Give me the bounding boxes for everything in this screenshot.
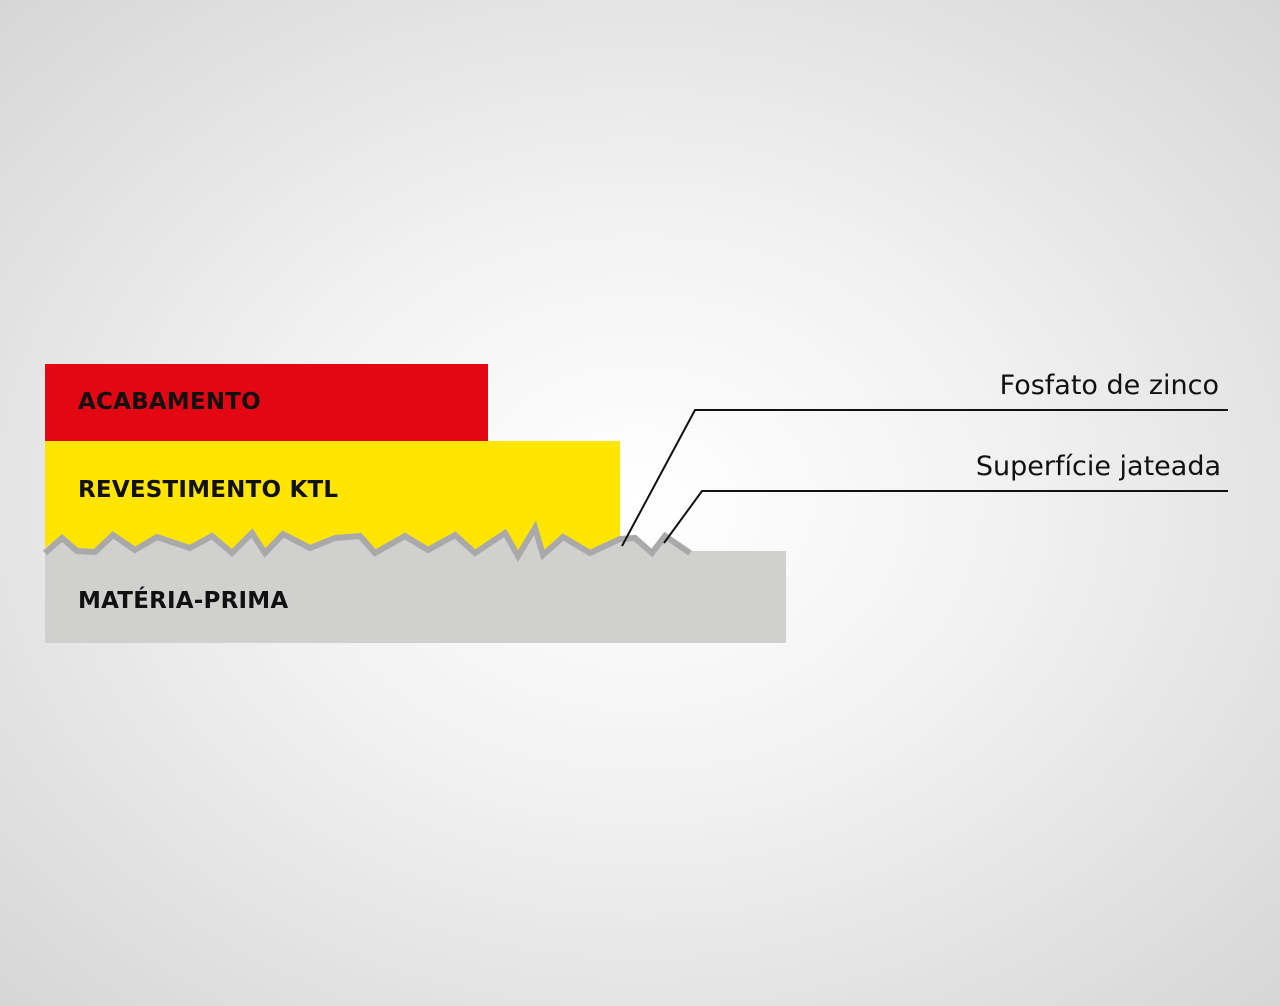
blasted-surface-leader-line bbox=[663, 490, 1228, 544]
base-rough-top bbox=[45, 530, 690, 560]
finish-layer bbox=[45, 364, 488, 441]
ktl-layer-label: REVESTIMENTO KTL bbox=[78, 477, 339, 503]
zinc-phosphate-label: Fosfato de zinco bbox=[999, 370, 1219, 401]
base-layer-label: MATÉRIA-PRIMA bbox=[78, 588, 289, 614]
zinc-phosphate-leader-line bbox=[621, 409, 1228, 547]
rough-edge-line bbox=[43, 520, 692, 562]
ktl-layer bbox=[45, 441, 620, 553]
finish-layer-label: ACABAMENTO bbox=[78, 389, 261, 415]
blasted-surface-label: Superfície jateada bbox=[975, 451, 1221, 482]
base-layer bbox=[45, 551, 786, 643]
